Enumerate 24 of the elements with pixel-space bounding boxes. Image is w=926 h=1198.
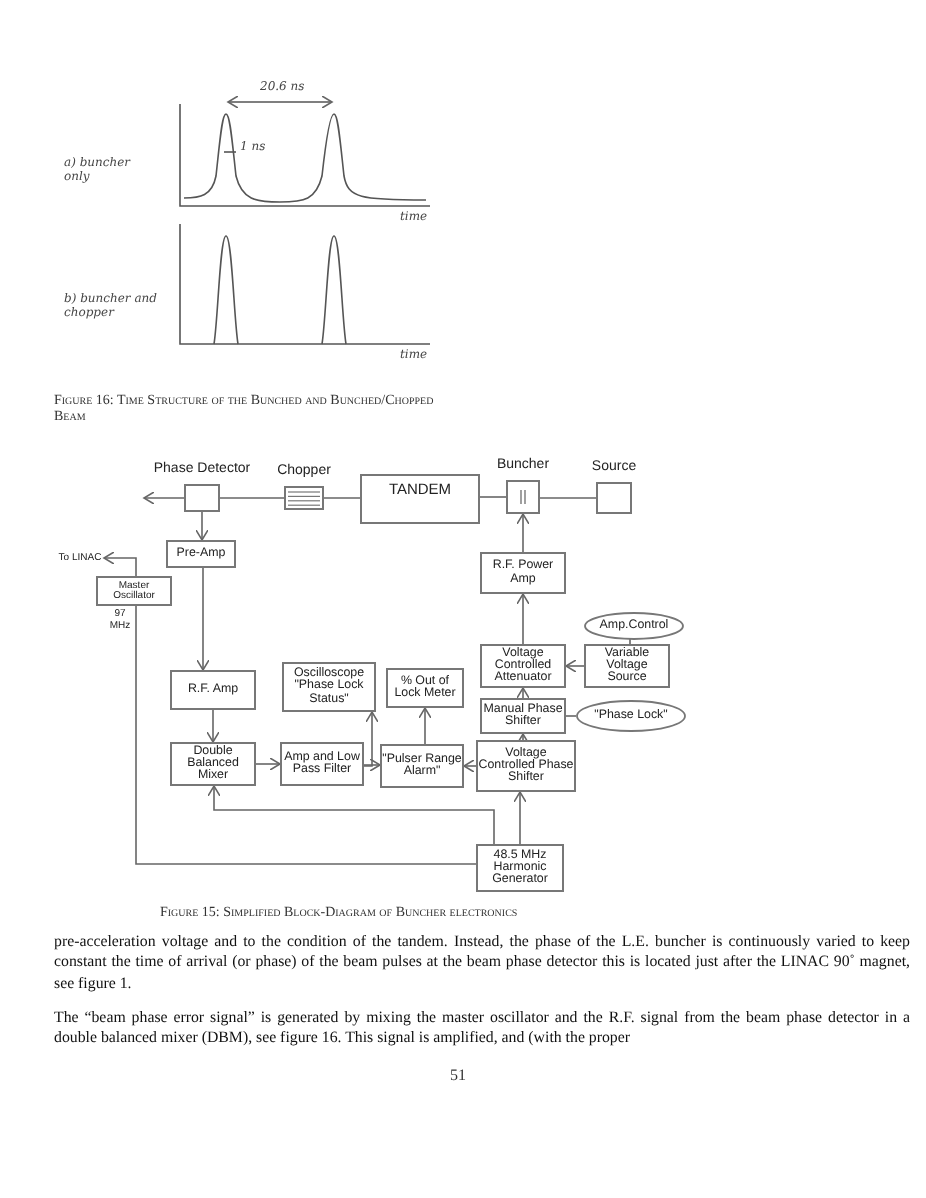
arrow <box>516 513 530 553</box>
connector-line <box>565 715 577 717</box>
arrow <box>418 707 432 745</box>
arrow <box>363 758 381 772</box>
arrow <box>565 659 585 673</box>
arrow <box>196 567 210 671</box>
arrow <box>463 759 477 773</box>
arrow <box>255 757 281 771</box>
connector-line <box>539 497 597 499</box>
arrow <box>195 511 209 541</box>
connector-line <box>219 497 285 499</box>
arrow <box>516 593 530 645</box>
arrow <box>206 709 220 743</box>
arrow <box>513 791 527 845</box>
arrow <box>143 491 185 505</box>
connector-line <box>135 605 477 865</box>
connector-line <box>479 496 507 498</box>
page-number: 51 <box>450 1066 466 1086</box>
arrow <box>363 711 379 767</box>
arrow <box>207 785 495 845</box>
connector-line <box>323 497 361 499</box>
arrow <box>103 551 137 577</box>
arrow <box>516 687 530 699</box>
arrow <box>516 733 530 745</box>
